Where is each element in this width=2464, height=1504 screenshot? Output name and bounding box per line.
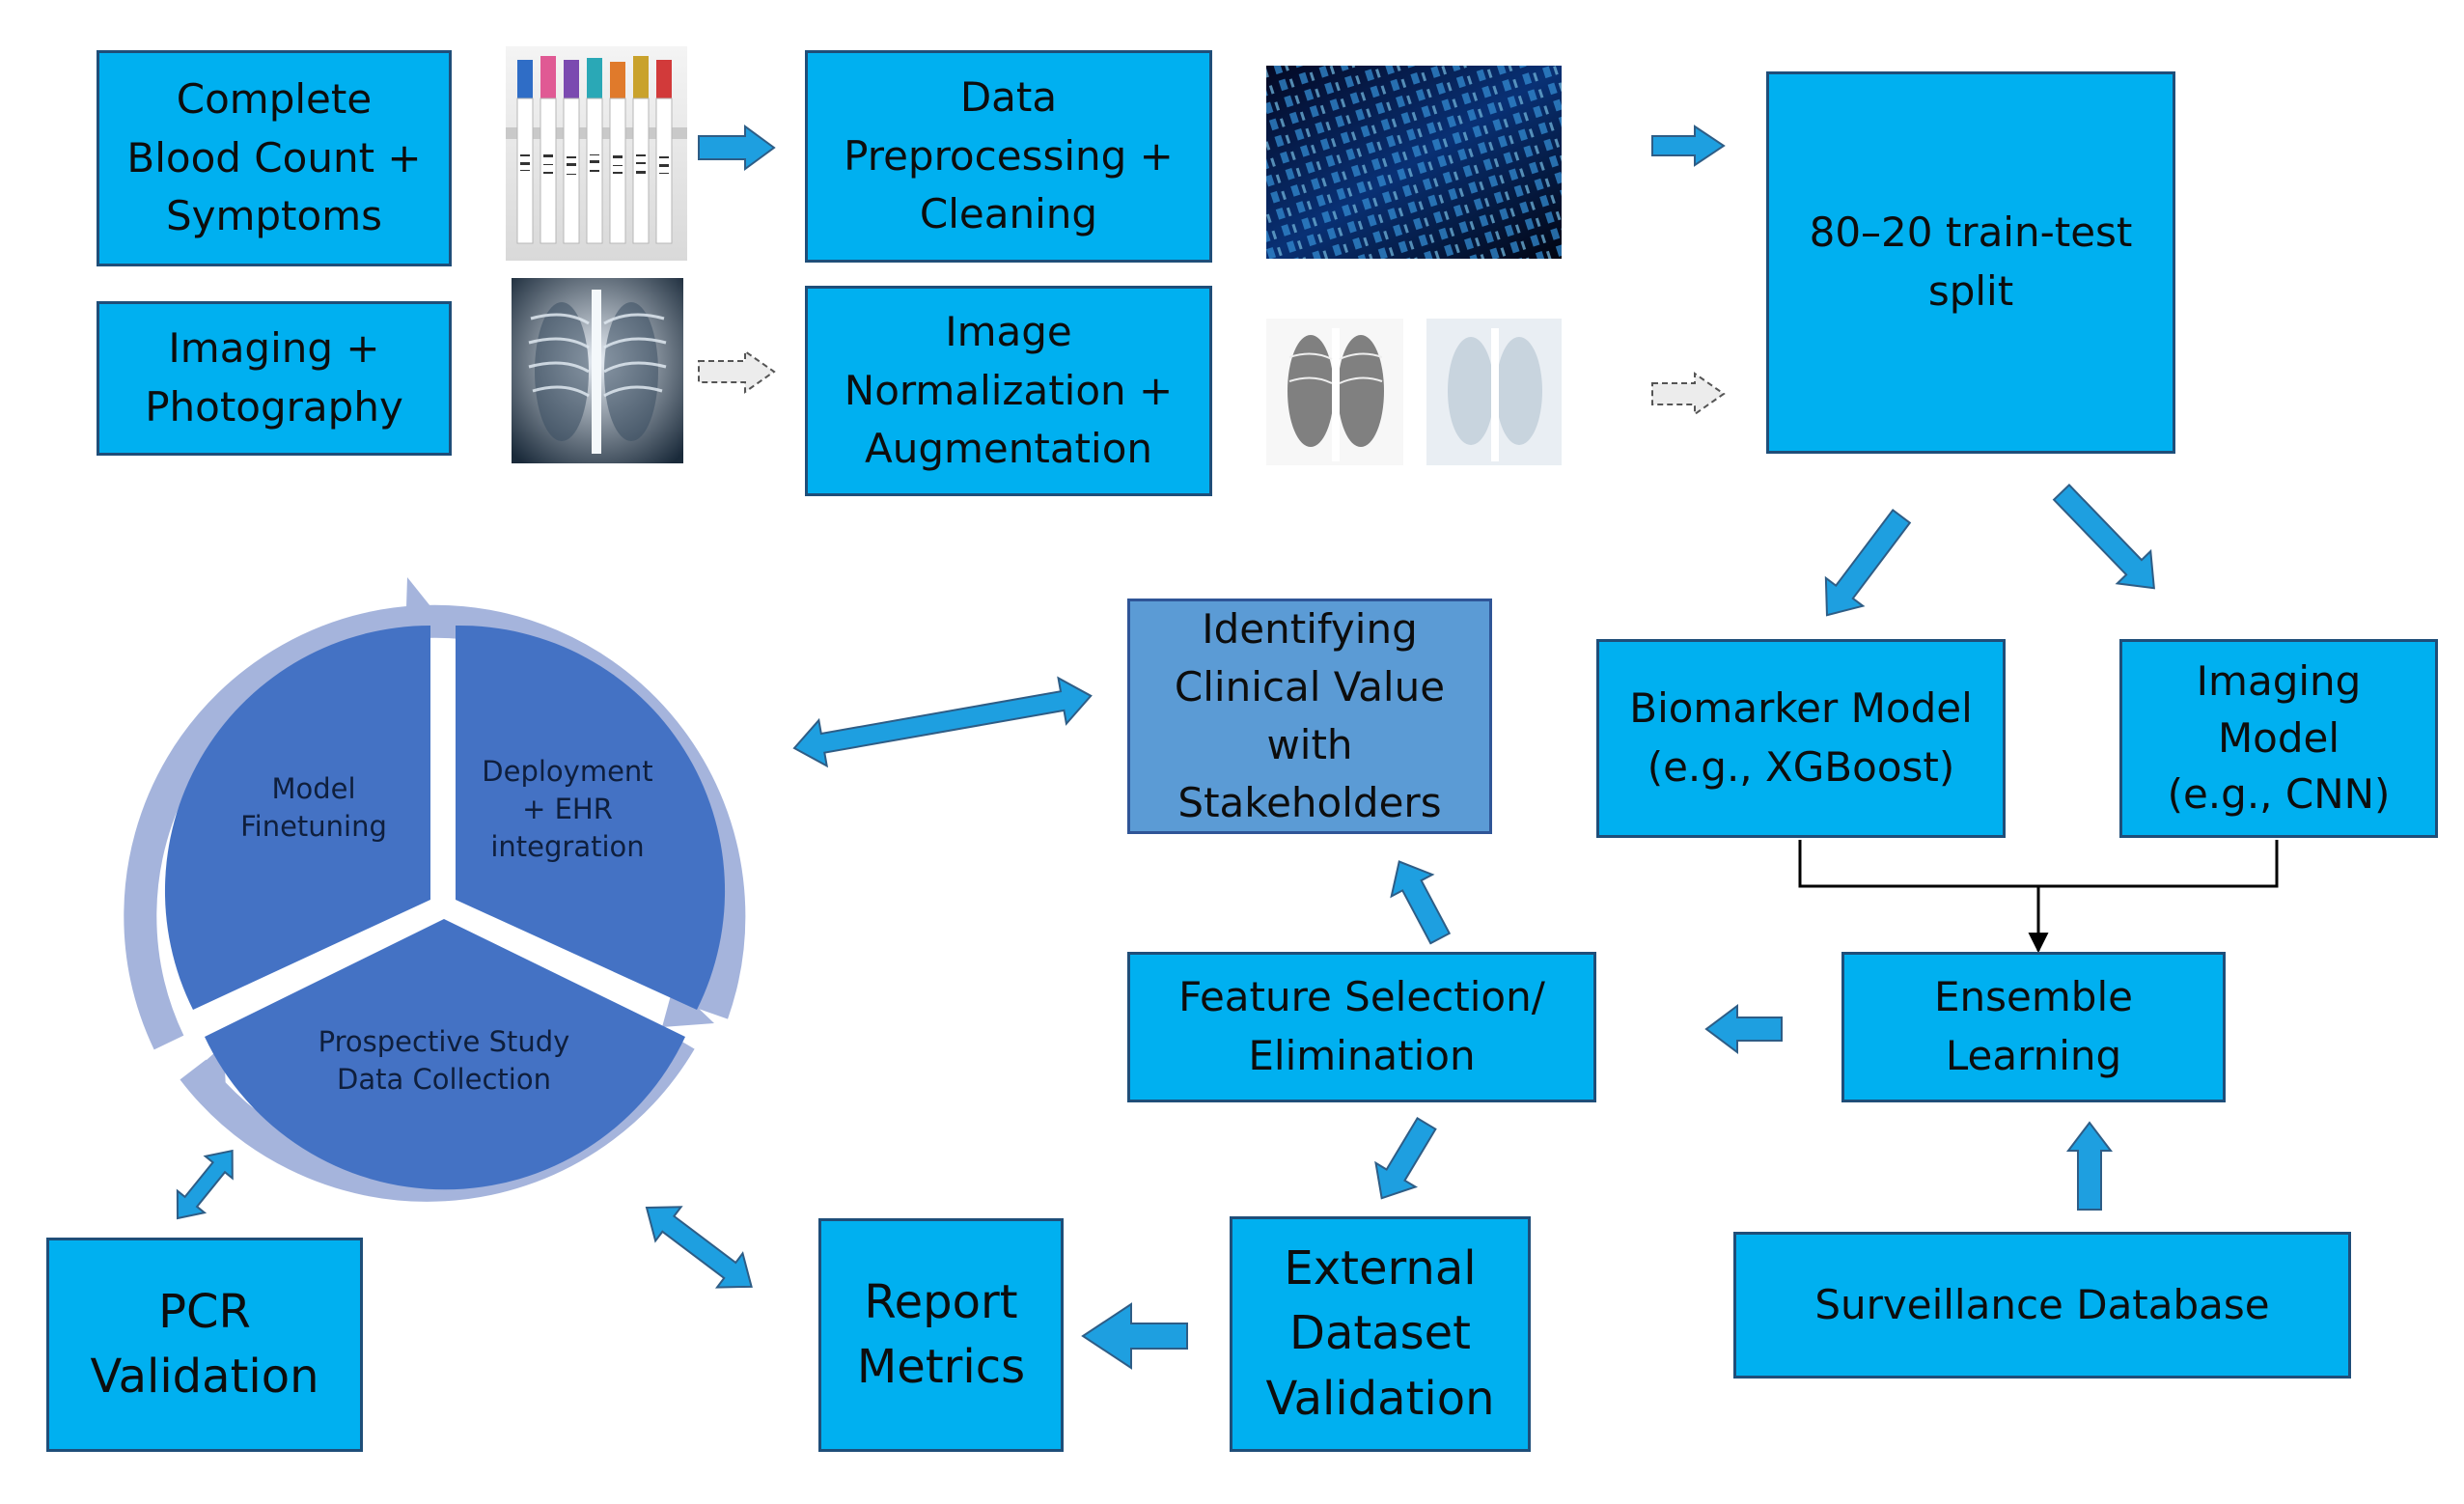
arrow-cycle-pcr <box>176 1149 234 1220</box>
arrow-normalization-to-split <box>1651 372 1726 416</box>
cycle-label-deployment: Deployment + EHR integration <box>482 755 653 864</box>
binary-data-image <box>1266 66 1562 259</box>
feature-selection-box: Feature Selection/ Elimination <box>1127 952 1596 1102</box>
cycle-label-model-finetuning: Model Finetuning <box>240 772 387 844</box>
arrow-imaging-to-normalization <box>698 349 776 394</box>
segment-prospective <box>205 919 685 1190</box>
train-test-split-box: 80–20 train-test split <box>1766 71 2175 454</box>
arrow-preprocessing-to-split <box>1651 125 1726 167</box>
arrow-cycle-report <box>645 1206 753 1289</box>
ensemble-learning-box: Ensemble Learning <box>1841 952 2226 1102</box>
external-dataset-validation-box: External Dataset Validation <box>1230 1216 1531 1452</box>
blood-tubes-image <box>506 46 687 261</box>
cycle-diagram <box>124 577 746 1202</box>
image-normalization-box: Image Normalization + Augmentation <box>805 286 1212 496</box>
identifying-clinical-value-box: Identifying Clinical Value with Stakehol… <box>1127 599 1492 834</box>
surveillance-database-box: Surveillance Database <box>1733 1232 2351 1379</box>
report-metrics-box: Report Metrics <box>818 1218 1064 1452</box>
chest-xray-image <box>512 278 683 463</box>
arrow-feature-to-identifying <box>1390 860 1452 945</box>
pcr-validation-box: PCR Validation <box>46 1238 363 1452</box>
arrow-surveillance-to-ensemble <box>2065 1121 2114 1211</box>
cycle-label-prospective-study: Prospective Study Data Collection <box>318 1025 570 1097</box>
segment-model-finetuning <box>164 626 430 1010</box>
segment-deployment <box>456 625 726 1010</box>
biomarker-model-box: Biomarker Model (e.g., XGBoost) <box>1596 639 2006 838</box>
arrow-external-to-report <box>1081 1302 1188 1370</box>
augmented-xray-image-1 <box>1266 319 1403 465</box>
imaging-photography-box: Imaging + Photography <box>97 301 452 456</box>
imaging-model-box: Imaging Model (e.g., CNN) <box>2119 639 2438 838</box>
arrow-ensemble-to-feature <box>1704 1004 1783 1054</box>
arrow-split-to-biomarker <box>1824 508 1912 617</box>
arrow-split-to-imaging-model <box>2052 483 2155 590</box>
complete-blood-count-box: Complete Blood Count + Symptoms <box>97 50 452 266</box>
data-preprocessing-box: Data Preprocessing + Cleaning <box>805 50 1212 263</box>
arrow-cbc-to-preprocessing <box>698 125 776 171</box>
augmented-xray-image-2 <box>1426 319 1562 465</box>
models-to-ensemble-connector <box>1798 840 2279 954</box>
arrow-feature-to-external <box>1374 1116 1437 1200</box>
arrow-cycle-identifying <box>792 676 1093 768</box>
